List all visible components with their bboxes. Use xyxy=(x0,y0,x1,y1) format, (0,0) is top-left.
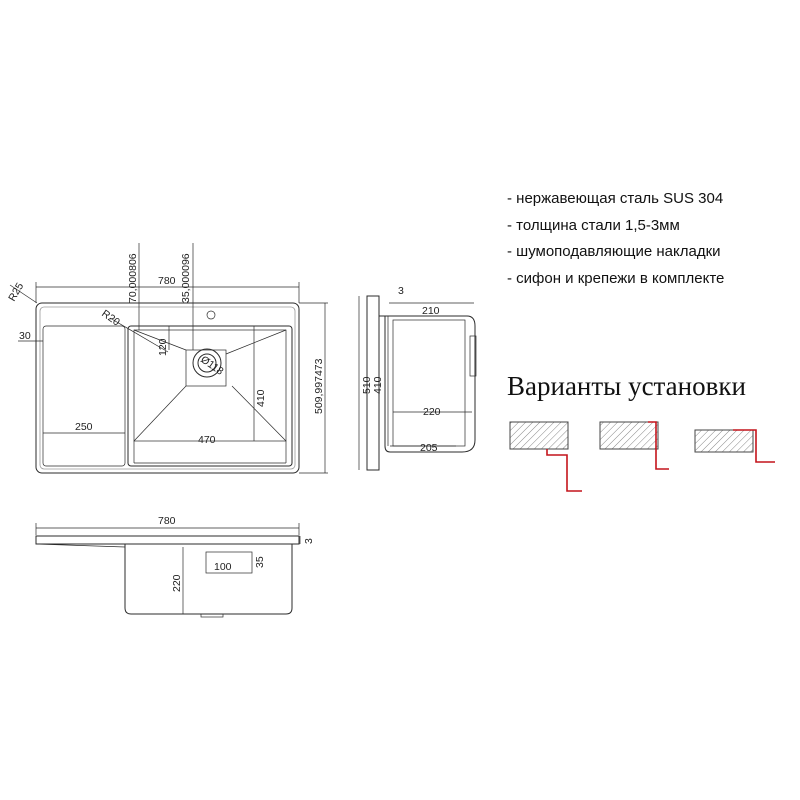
dim-label-drain: Ø118 xyxy=(198,354,225,378)
dim-leader-r20 xyxy=(109,317,169,353)
side-bowl xyxy=(379,315,476,453)
dim-label-side-bowl: 410 xyxy=(372,376,384,394)
dim-label-front-thickness: 3 xyxy=(303,538,315,544)
spec-list: - нержавеющая сталь SUS 304 - толщина ст… xyxy=(507,186,724,292)
side-bowl-inner xyxy=(392,319,466,447)
countertop-icon xyxy=(509,421,569,450)
dim-label-drain-offset: 120 xyxy=(157,338,169,356)
top-view: 780 70,000806 35,000096 R25 R20 30 120 Ø… xyxy=(6,243,328,474)
dim-label-drain-height: 35 xyxy=(254,556,266,568)
bowl-outline xyxy=(127,325,293,467)
dim-label-top: 210 xyxy=(422,305,440,317)
front-bowl xyxy=(124,544,293,615)
dim-label-total-depth: 509,997473 xyxy=(313,358,325,414)
installation-variant-overmount xyxy=(694,429,775,463)
dim-leader-r25 xyxy=(9,284,38,304)
installation-variant-flush xyxy=(599,421,669,470)
front-drain-outlet xyxy=(200,613,224,618)
drain-inner xyxy=(197,353,217,373)
front-rim xyxy=(35,535,300,545)
drain-frame xyxy=(185,349,227,387)
dim-label-mid: 220 xyxy=(423,406,441,418)
sink-outline xyxy=(35,302,300,474)
bowl-slope xyxy=(231,385,287,442)
countertop-icon xyxy=(694,429,754,453)
bowl-slope xyxy=(133,329,187,351)
bowl-slope xyxy=(225,329,287,355)
spec-item: - сифон и крепежи в комплекте xyxy=(507,269,725,287)
front-drain xyxy=(205,551,253,574)
dim-label-left-margin: 30 xyxy=(19,330,31,342)
sink-profile-icon xyxy=(546,449,582,492)
dim-label-width: 780 xyxy=(158,275,176,287)
dim-label-offset-1: 70,000806 xyxy=(127,253,139,303)
countertop-icon xyxy=(599,421,659,450)
drain-icon xyxy=(192,348,222,378)
installation-variant-undermount xyxy=(509,421,582,492)
dim-label-drain-width: 100 xyxy=(214,561,232,573)
side-rim xyxy=(366,295,380,471)
bowl-slope xyxy=(133,385,187,442)
sink-profile-icon xyxy=(648,421,669,470)
bowl-bottom xyxy=(133,329,287,442)
spec-item: - шумоподавляющие накладки xyxy=(507,243,721,260)
installation-variants-title: Варианты установки xyxy=(507,371,746,401)
dim-label-bottom: 205 xyxy=(420,442,438,454)
dim-label-front-height: 220 xyxy=(171,574,183,592)
dim-label-offset-2: 35,000096 xyxy=(180,253,192,303)
side-drain-fitting xyxy=(469,335,477,377)
dim-label-bowl-depth: 410 xyxy=(255,389,267,407)
side-view: 3 210 510 410 220 205 xyxy=(358,285,477,471)
sink-profile-icon xyxy=(733,429,775,463)
dim-label-bowl-width: 470 xyxy=(198,434,216,446)
sink-rim-inner xyxy=(39,306,296,470)
dim-label-corner-radius: R25 xyxy=(6,281,26,304)
spec-item: - толщина стали 1,5-3мм xyxy=(507,216,680,234)
tap-hole xyxy=(206,310,216,320)
drainboard xyxy=(42,325,126,467)
spec-item: - нержавеющая сталь SUS 304 xyxy=(507,190,724,207)
dim-label-side-depth: 510 xyxy=(361,376,373,394)
front-view: 780 220 100 35 3 xyxy=(35,515,315,618)
dim-label-inner-radius: R20 xyxy=(99,308,122,329)
front-drainboard xyxy=(35,543,126,548)
dim-label-thickness: 3 xyxy=(398,285,404,297)
dim-label-front-width: 780 xyxy=(158,515,176,527)
dim-label-drainboard: 250 xyxy=(75,421,93,433)
